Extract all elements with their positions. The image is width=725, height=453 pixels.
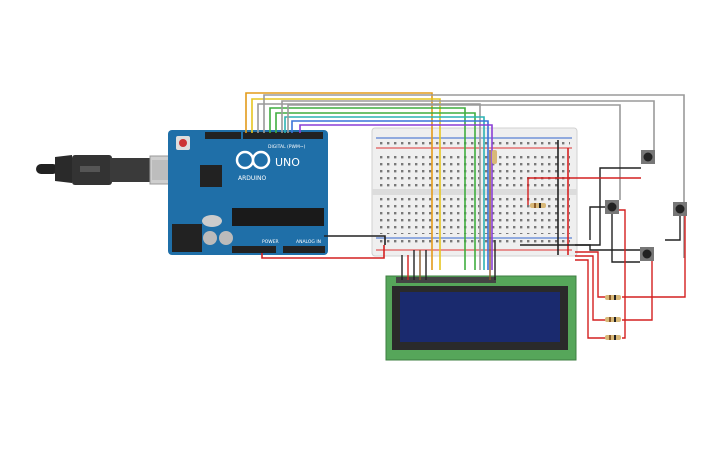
lcd-screen [400, 292, 560, 342]
signal-wires [245, 92, 685, 270]
wire-purple [299, 124, 493, 270]
arduino-brand-label: ARDUINO [238, 175, 267, 182]
crystal [202, 215, 222, 227]
wire-gray-1 [257, 103, 481, 270]
arduino-uno-board: ARDUINO UNO DIGITAL (PWM~) POWER ANALOG … [168, 130, 328, 255]
aref-header [205, 132, 241, 139]
wire-gray-3 [281, 100, 655, 150]
lcd-pin-header [396, 277, 496, 283]
power-wires [261, 140, 569, 259]
resistor-3 [605, 317, 621, 322]
usb-chip [200, 165, 222, 187]
arduino-logo-icon [235, 150, 271, 170]
wire-gnd-black [324, 235, 386, 245]
power-header [232, 246, 276, 253]
wire-gray-4 [287, 104, 621, 200]
wire-5v-red [261, 245, 385, 259]
pushbutton-2[interactable] [605, 200, 619, 214]
analog-pins-label: ANALOG IN [296, 239, 321, 245]
arduino-model-label: UNO [275, 156, 300, 169]
wire-orange [245, 92, 433, 270]
button-wires [520, 167, 686, 339]
wire-blue [291, 120, 489, 270]
wire-green-2 [275, 112, 476, 270]
wire-teal [284, 116, 485, 270]
wire-gray-2 [263, 94, 685, 258]
wire-yellow [251, 98, 441, 270]
potentiometer-resistor [492, 150, 497, 164]
resistor-4 [605, 335, 621, 340]
lcd-wires [401, 150, 496, 280]
power-jack [172, 224, 202, 252]
analog-header [283, 246, 325, 253]
resistor-2 [605, 295, 621, 300]
pushbutton-group [605, 150, 687, 261]
power-pins-label: POWER [262, 239, 279, 245]
wire-green [269, 107, 466, 270]
pushbutton-4[interactable] [640, 247, 654, 261]
atmega-chip [232, 208, 324, 226]
pushbutton-1[interactable] [641, 150, 655, 164]
capacitor-1 [203, 231, 217, 245]
lcd-16x2-module [385, 275, 577, 361]
pushbutton-3[interactable] [673, 202, 687, 216]
digital-pins-label: DIGITAL (PWM~) [268, 144, 306, 150]
capacitor-2 [219, 231, 233, 245]
resistor-group [492, 150, 621, 340]
digital-header [243, 132, 323, 139]
resistor-1 [530, 203, 546, 208]
